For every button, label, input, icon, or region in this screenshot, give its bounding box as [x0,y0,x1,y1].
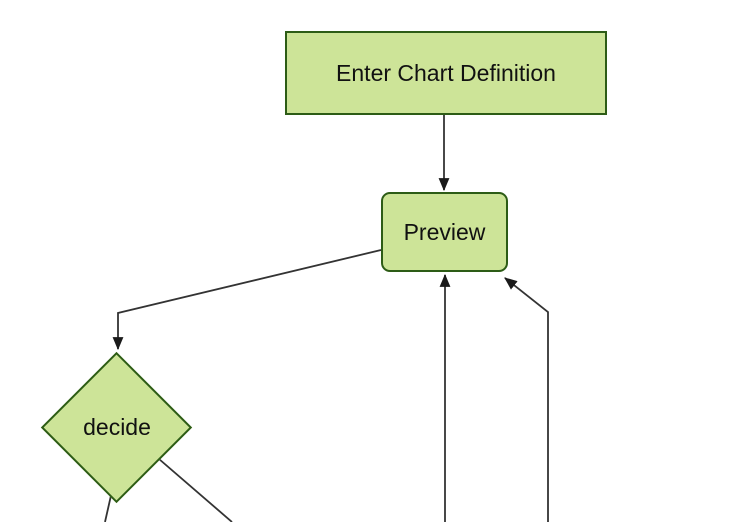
edge-group [104,115,549,522]
node-enter-chart-definition-label: Enter Chart Definition [336,59,556,86]
node-preview-label: Preview [403,218,486,245]
edge-preview-to-decide [112,249,382,351]
node-preview[interactable]: Preview [381,192,508,272]
node-enter-chart-definition[interactable]: Enter Chart Definition [285,31,607,115]
edge-decide-out-bottom-right [158,458,233,522]
edge-bottom-right-to-preview [504,277,549,522]
